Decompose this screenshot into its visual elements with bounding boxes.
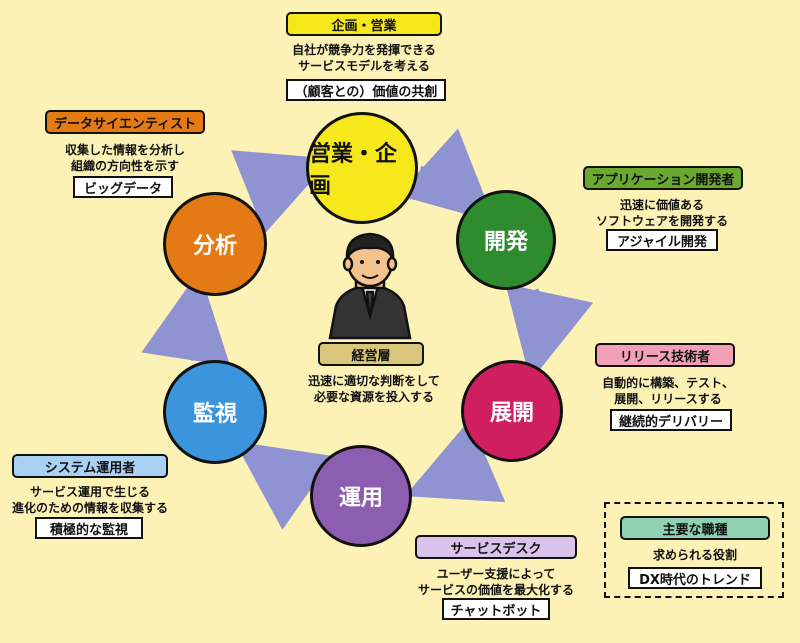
development-circle: 開発	[456, 190, 556, 290]
planning-role-description: 自社が競争力を発揮できる サービスモデルを考える	[292, 43, 436, 73]
analysis-label: 分析	[192, 234, 237, 259]
center-desc-line1: 迅速に適切な判断をして	[308, 374, 440, 388]
app-developer-role-description: 迅速に価値ある ソフトウェアを開発する	[595, 198, 728, 228]
legend-box	[604, 502, 784, 598]
operation-circle: 運用	[310, 445, 412, 547]
deployment-label: 展開	[489, 401, 534, 426]
operation-label: 運用	[338, 486, 383, 511]
center-label: 経営層	[351, 348, 391, 364]
arrow-operation-to-monitoring	[234, 441, 335, 530]
legend-title: 主要な職種	[620, 516, 770, 540]
app-developer-role-title: アプリケーション開発者	[583, 166, 743, 190]
monitoring-circle: 監視	[163, 360, 267, 464]
service-desk-trend-box: チャットボット	[442, 598, 550, 620]
planning-role-title: 企画・営業	[286, 12, 442, 36]
development-label: 開発	[483, 230, 528, 255]
planning-circle: 営業・企画	[306, 112, 418, 224]
arrow-planning-to-development	[397, 128, 495, 223]
legend-description: 求められる役割	[652, 548, 737, 562]
release-engineer-role-title: リリース技術者	[595, 343, 735, 367]
app-developer-trend-box: アジャイル開発	[606, 229, 718, 251]
data-scientist-role-description: 収集した情報を分析し 組織の方向性を示す	[64, 143, 185, 173]
release-engineer-role-description: 自動的に構築、テスト、 展開、リリースする	[602, 376, 734, 406]
release-engineer-trend-box: 継続的デリバリー	[610, 409, 732, 431]
center-description: 迅速に適切な判断をして 必要な資源を投入する	[284, 373, 464, 405]
planning-label: 営業・企画	[309, 142, 398, 199]
analysis-circle: 分析	[163, 192, 267, 296]
system-operator-role-description: サービス運用で生じる 進化のための情報を収集する	[11, 485, 168, 515]
system-operator-trend-box: 積極的な監視	[35, 517, 143, 539]
service-desk-role-title: サービスデスク	[415, 535, 577, 559]
service-desk-role-description: ユーザー支援によって サービスの価値を最大化する	[417, 567, 574, 597]
executive-icon	[328, 232, 412, 340]
arrow-analysis-to-planning	[231, 150, 332, 234]
planning-trend-box: （顧客との）価値の共創	[286, 79, 446, 101]
arrow-monitoring-to-analysis	[141, 270, 231, 367]
system-operator-role-title: システム運用者	[12, 454, 168, 478]
monitoring-label: 監視	[192, 402, 237, 427]
data-scientist-trend-box: ビッグデータ	[73, 176, 173, 198]
center-label-tag: 経営層	[318, 342, 424, 366]
data-scientist-role-title: データサイエンティスト	[45, 110, 205, 134]
center-desc-line2: 必要な資源を投入する	[313, 390, 434, 404]
arrow-development-to-deployment	[505, 283, 594, 382]
deployment-circle: 展開	[461, 360, 563, 462]
legend-trend-box: DX時代のトレンド	[628, 567, 762, 589]
